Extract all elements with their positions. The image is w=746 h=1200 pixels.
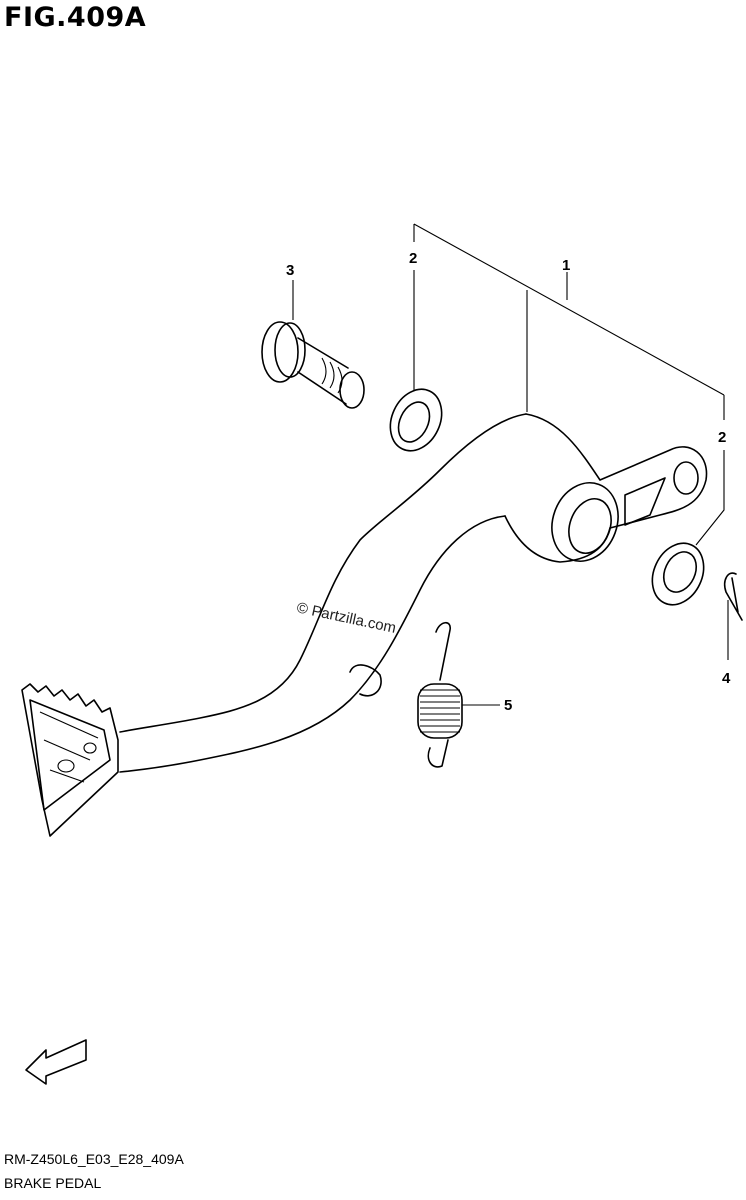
washer-left-drawing xyxy=(389,388,443,452)
figure-code: RM-Z450L6_E03_E28_409A xyxy=(4,1151,184,1167)
pivot-bolt-drawing xyxy=(261,321,365,409)
figure-caption: BRAKE PEDAL xyxy=(4,1175,102,1191)
fwd-arrow-icon: FWD xyxy=(25,1039,87,1085)
callout-part-3: 3 xyxy=(286,262,294,279)
fwd-label: FWD xyxy=(50,1043,83,1068)
callout-part-2a: 2 xyxy=(409,250,417,267)
cotter-pin-drawing xyxy=(723,572,743,621)
callout-part-5: 5 xyxy=(504,697,512,714)
figure-title: FIG.409A xyxy=(4,2,147,33)
watermark: © Partzilla.com xyxy=(295,599,397,637)
return-spring-drawing xyxy=(417,621,463,768)
brake-pedal-drawing xyxy=(21,413,708,837)
washer-right-drawing xyxy=(651,542,705,606)
callout-part-1: 1 xyxy=(562,257,570,274)
callout-part-4: 4 xyxy=(722,670,731,687)
callout-part-2b: 2 xyxy=(718,429,726,446)
leader-lines xyxy=(292,223,729,706)
